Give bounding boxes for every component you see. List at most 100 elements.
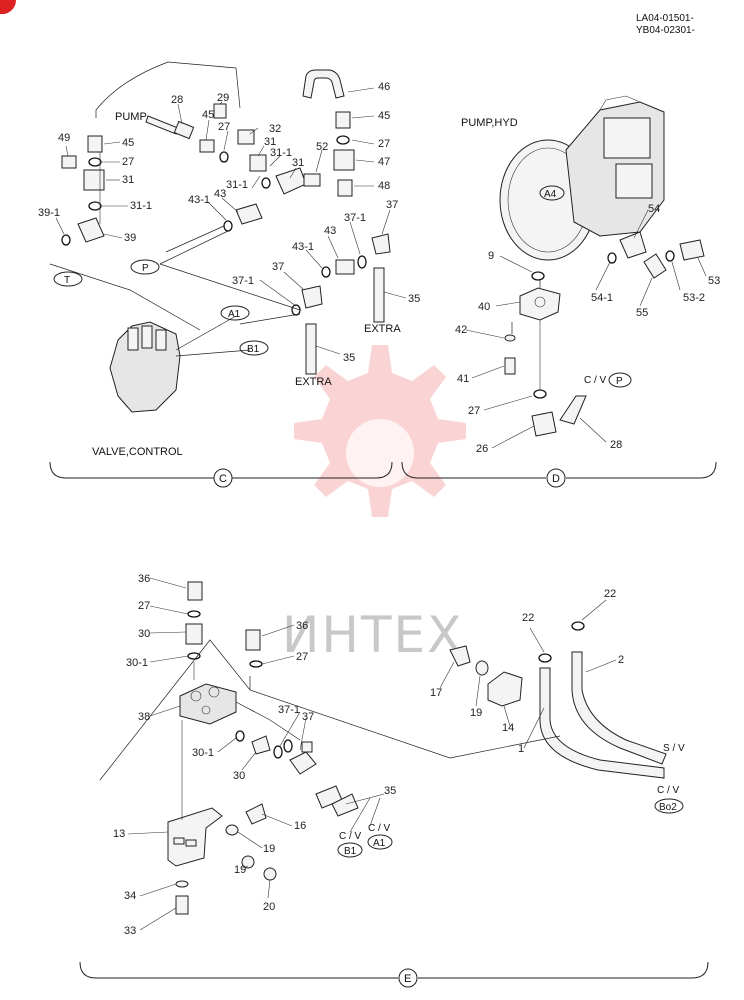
callout-37-1a: 37-1 [232, 275, 254, 287]
callout-31a: 31 [264, 136, 276, 148]
callout-d40: 40 [478, 301, 490, 313]
callout-29: 29 [217, 92, 229, 104]
port-bo2: Bo2 [659, 802, 677, 813]
callout-e33: 33 [124, 925, 136, 937]
callout-e38: 38 [138, 711, 150, 723]
section-e-label: E [404, 973, 411, 985]
callout-e16: 16 [294, 820, 306, 832]
doc-ref-line-1: LA04-01501- [636, 13, 694, 24]
callout-46: 46 [378, 81, 390, 93]
label-cv-b1: C / V [339, 831, 362, 842]
callout-35b: 35 [343, 352, 355, 364]
label-cv-bo2: C / V [657, 785, 680, 796]
callout-d53-2: 53-2 [683, 292, 705, 304]
callout-e34: 34 [124, 890, 136, 902]
callout-27c: 27 [122, 156, 134, 168]
callout-45a: 45 [202, 109, 214, 121]
callout-e22a: 22 [522, 612, 534, 624]
callout-d55: 55 [636, 307, 648, 319]
callout-e30-1b: 30-1 [192, 747, 214, 759]
callout-e36a: 36 [138, 573, 150, 585]
callout-39-1: 39-1 [38, 207, 60, 219]
callout-37-1b: 37-1 [344, 212, 366, 224]
watermark-gear [294, 345, 466, 517]
callout-43a: 43 [214, 188, 226, 200]
callout-e37-1: 37-1 [278, 704, 300, 716]
port-t: T [64, 275, 70, 286]
callout-32: 32 [269, 123, 281, 135]
callout-45c: 45 [122, 137, 134, 149]
label-cv-a1: C / V [368, 823, 391, 834]
port-a4: A4 [544, 189, 557, 200]
callout-37a: 37 [272, 261, 284, 273]
section-e-assembly [99, 581, 667, 915]
port-a1: A1 [228, 309, 241, 320]
callout-e1: 1 [518, 743, 524, 755]
port-b1-e: B1 [344, 846, 357, 857]
callout-e35: 35 [384, 785, 396, 797]
callout-e30a: 30 [138, 628, 150, 640]
label-valve-control: VALVE,CONTROL [92, 446, 183, 458]
callout-d27: 27 [468, 405, 480, 417]
callout-d26: 26 [476, 443, 488, 455]
callout-e19b: 19 [234, 864, 246, 876]
callout-49: 49 [58, 132, 70, 144]
label-sv: S / V [663, 743, 685, 754]
callout-35a: 35 [408, 293, 420, 305]
callout-52: 52 [316, 141, 328, 153]
label-pump-hyd: PUMP,HYD [461, 117, 518, 129]
callout-27b: 27 [378, 138, 390, 150]
callout-31-1a: 31-1 [270, 147, 292, 159]
label-extra-2: EXTRA [295, 376, 332, 388]
callout-43b: 43 [324, 225, 336, 237]
callout-39: 39 [124, 232, 136, 244]
callout-e19c: 19 [470, 707, 482, 719]
corner-mark-icon [0, 0, 17, 15]
callout-31c: 31 [122, 174, 134, 186]
doc-ref-line-2: YB04-02301- [636, 25, 695, 36]
section-c-label: C [219, 473, 227, 485]
port-p: P [142, 263, 149, 274]
port-p2: P [616, 376, 623, 387]
callout-e20: 20 [263, 901, 275, 913]
section-c-marker [213, 468, 233, 488]
callout-d53: 53 [708, 275, 720, 287]
callout-27a: 27 [218, 121, 230, 133]
callout-e37: 37 [302, 711, 314, 723]
callout-e17: 17 [430, 687, 442, 699]
label-extra-1: EXTRA [364, 323, 401, 335]
callout-d9: 9 [488, 250, 494, 262]
callout-e19a: 19 [263, 843, 275, 855]
callout-43-1b: 43-1 [292, 241, 314, 253]
callout-43-1a: 43-1 [188, 194, 210, 206]
callout-d41: 41 [457, 373, 469, 385]
callout-e36b: 36 [296, 620, 308, 632]
callout-e22b: 22 [604, 588, 616, 600]
callout-45b: 45 [378, 110, 390, 122]
section-e-marker [398, 968, 418, 988]
watermark-text: ИНТЕХ [282, 606, 463, 664]
callout-31b: 31 [292, 157, 304, 169]
callout-48: 48 [378, 180, 390, 192]
callout-d42: 42 [455, 324, 467, 336]
callout-e27a: 27 [138, 600, 150, 612]
callout-e13: 13 [113, 828, 125, 840]
callout-31-1b: 31-1 [226, 179, 248, 191]
callout-d54: 54 [648, 203, 660, 215]
label-cv-p: C / V [584, 375, 607, 386]
callout-e2: 2 [618, 654, 624, 666]
callout-31-1c: 31-1 [130, 200, 152, 212]
callout-28: 28 [171, 94, 183, 106]
callout-d28: 28 [610, 439, 622, 451]
callout-37b: 37 [386, 199, 398, 211]
callout-e30b: 30 [233, 770, 245, 782]
callout-e14: 14 [502, 722, 514, 734]
section-d-marker [546, 468, 566, 488]
callout-e30-1a: 30-1 [126, 657, 148, 669]
port-b1: B1 [247, 344, 260, 355]
section-d-label: D [552, 473, 560, 485]
callout-d54-1: 54-1 [591, 292, 613, 304]
callout-e27b: 27 [296, 651, 308, 663]
section-c-valve-control [49, 61, 391, 413]
